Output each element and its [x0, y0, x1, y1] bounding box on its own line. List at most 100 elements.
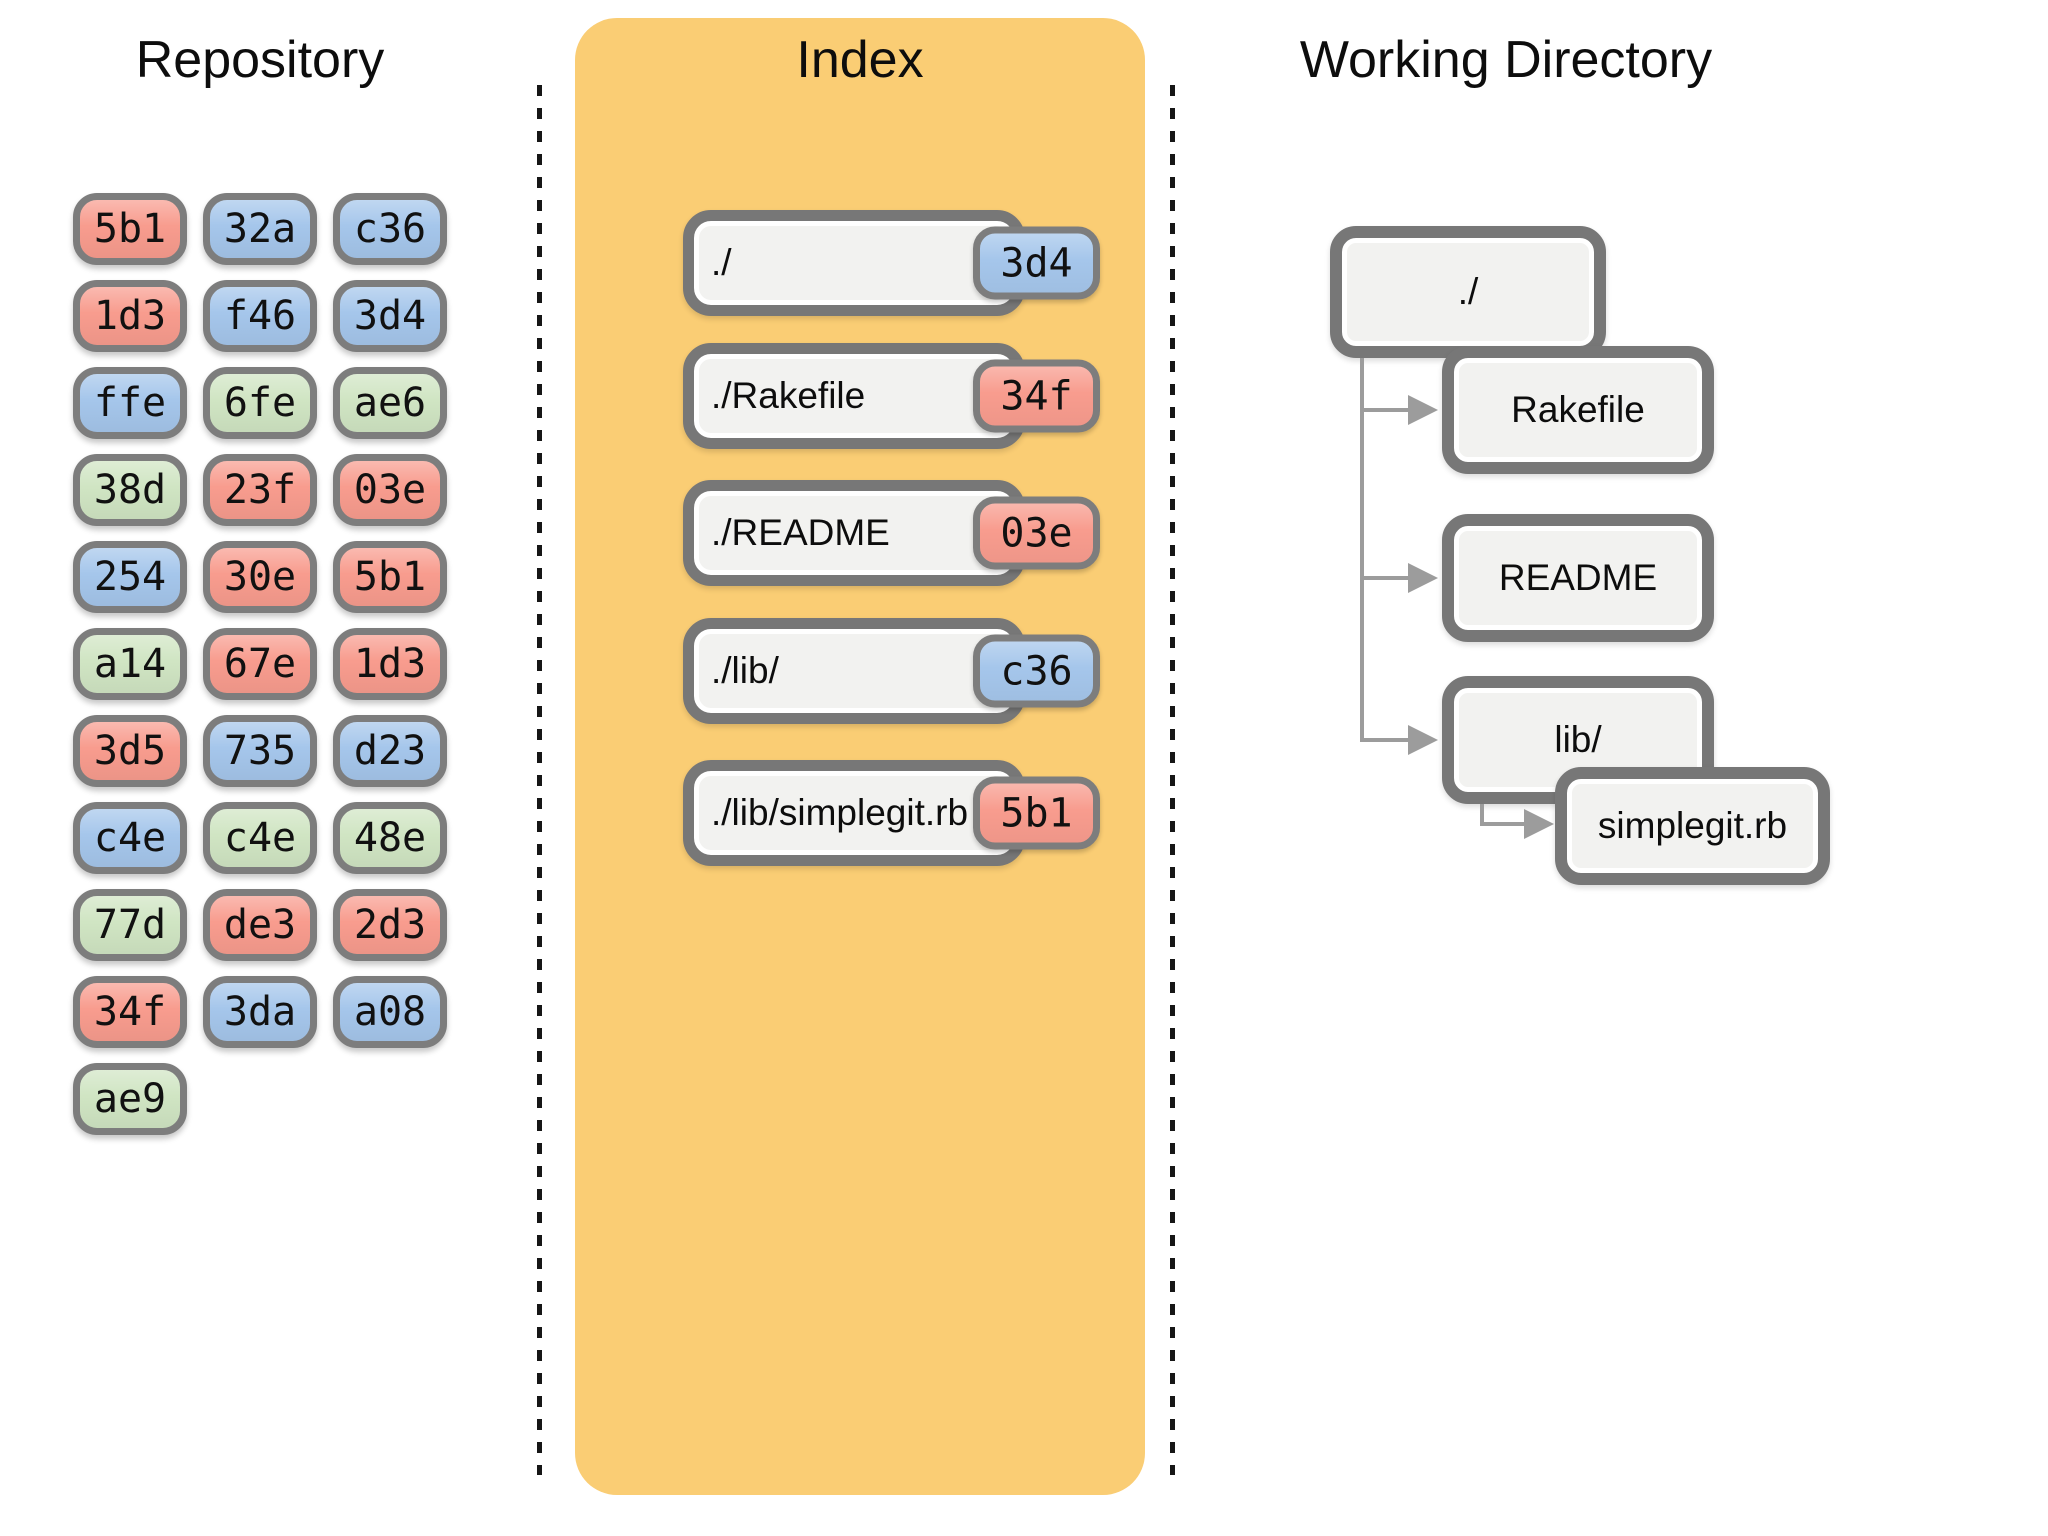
repository-object-pill: 03e: [333, 454, 447, 526]
object-hash-label: f46: [223, 293, 297, 339]
repository-object-pill: a08: [333, 976, 447, 1048]
object-hash-label: 34f: [1000, 373, 1073, 419]
index-entry-box: ./lib/simplegit.rb: [683, 760, 1025, 866]
repository-object-pill: 77d: [73, 889, 187, 961]
index-entry-path: ./: [711, 242, 732, 283]
repository-object-pill: 3d4: [333, 280, 447, 352]
object-hash-label: ae9: [93, 1076, 167, 1122]
object-hash-label: a14: [93, 641, 167, 687]
separator-dotted-line-right: [1170, 85, 1175, 1475]
repository-object-pill: 5b1: [333, 541, 447, 613]
object-hash-label: de3: [223, 902, 297, 948]
object-hash-label: 23f: [223, 467, 297, 513]
object-hash-label: 38d: [93, 467, 167, 513]
index-entry: ./ 3d4: [683, 210, 1100, 316]
repository-object-pill: d23: [333, 715, 447, 787]
object-hash-label: c4e: [93, 815, 167, 861]
index-entry-hash-badge: 5b1: [973, 776, 1100, 850]
repository-object-pill: 23f: [203, 454, 317, 526]
index-entry: ./Rakefile 34f: [683, 343, 1100, 449]
repository-object-pill: 67e: [203, 628, 317, 700]
index-entry-hash-badge: 03e: [973, 496, 1100, 570]
repository-object-pill: 2d3: [333, 889, 447, 961]
object-hash-label: ffe: [93, 380, 167, 426]
object-hash-label: 5b1: [1000, 790, 1073, 836]
object-hash-label: c4e: [223, 815, 297, 861]
tree-arrowhead-icon: [1524, 809, 1554, 839]
repository-object-pill: 254: [73, 541, 187, 613]
wd-tree-child: Rakefile: [0, 346, 2048, 474]
object-hash-label: 30e: [223, 554, 297, 600]
repository-object-pill: 30e: [203, 541, 317, 613]
repository-object-pill: 38d: [73, 454, 187, 526]
object-hash-label: 1d3: [93, 293, 167, 339]
tree-arrowhead-icon: [1408, 395, 1438, 425]
object-hash-label: 3d5: [93, 728, 167, 774]
tree-connector-line: [1360, 576, 1410, 580]
repository-object-pill: 1d3: [333, 628, 447, 700]
object-hash-label: 3d4: [1000, 240, 1073, 286]
index-entry-hash-badge: 34f: [973, 359, 1100, 433]
object-hash-label: c36: [353, 206, 427, 252]
object-hash-label: 254: [93, 554, 167, 600]
tree-arrowhead-icon: [1408, 725, 1438, 755]
object-hash-label: c36: [1000, 648, 1073, 694]
object-hash-label: 32a: [223, 206, 297, 252]
repository-object-pill: 735: [203, 715, 317, 787]
wd-node-label: ./: [1457, 271, 1479, 312]
object-hash-label: 6fe: [223, 380, 297, 426]
object-hash-label: 77d: [93, 902, 167, 948]
object-hash-label: 03e: [353, 467, 427, 513]
object-hash-label: 5b1: [93, 206, 167, 252]
repository-object-pill: c36: [333, 193, 447, 265]
wd-node-label: simplegit.rb: [1597, 805, 1788, 846]
working-directory-title: Working Directory: [1299, 31, 1713, 89]
wd-grandchild-node: simplegit.rb: [1555, 767, 1830, 885]
object-hash-label: 735: [223, 728, 297, 774]
wd-node-box: Rakefile: [1442, 346, 1714, 474]
repository-object-pill: ffe: [73, 367, 187, 439]
index-entry: ./lib/ c36: [683, 618, 1100, 724]
object-hash-label: 3d4: [353, 293, 427, 339]
repository-object-pill: a14: [73, 628, 187, 700]
wd-tree-child: README: [0, 514, 2048, 642]
tree-arrowhead-icon: [1408, 563, 1438, 593]
separator-dotted-line-left: [537, 85, 542, 1475]
repository-object-pill: 3d5: [73, 715, 187, 787]
tree-connector-line: [1360, 358, 1364, 742]
index-entry: ./README 03e: [683, 480, 1100, 586]
index-entry-box: ./lib/: [683, 618, 1025, 724]
object-hash-label: 5b1: [353, 554, 427, 600]
index-entry-hash-badge: c36: [973, 634, 1100, 708]
index-title: Index: [796, 31, 924, 89]
object-hash-label: d23: [353, 728, 427, 774]
repository-object-pill: c4e: [73, 802, 187, 874]
wd-node-label: Rakefile: [1511, 389, 1645, 430]
object-hash-label: 48e: [353, 815, 427, 861]
repository-object-pill: f46: [203, 280, 317, 352]
repository-object-grid: 5b1 32a c36 1d3 f46 3d4 ffe 6fe ae6 38d …: [73, 193, 447, 1135]
object-hash-label: 2d3: [353, 902, 427, 948]
object-hash-label: a08: [353, 989, 427, 1035]
object-hash-label: 34f: [93, 989, 167, 1035]
index-entry-path: ./README: [711, 512, 890, 553]
object-hash-label: 03e: [1000, 510, 1073, 556]
repository-object-pill: c4e: [203, 802, 317, 874]
repository-object-pill: 5b1: [73, 193, 187, 265]
repository-object-pill: 6fe: [203, 367, 317, 439]
index-entry-box: ./Rakefile: [683, 343, 1025, 449]
index-entry: ./lib/simplegit.rb 5b1: [683, 760, 1100, 866]
repository-object-pill: 32a: [203, 193, 317, 265]
object-hash-label: 67e: [223, 641, 297, 687]
index-entry-path: ./Rakefile: [711, 375, 866, 416]
wd-node-label: lib/: [1554, 719, 1602, 760]
index-entry-path: ./lib/: [711, 650, 779, 691]
repository-object-pill: 1d3: [73, 280, 187, 352]
tree-connector-line: [1360, 408, 1410, 412]
repository-object-pill: ae6: [333, 367, 447, 439]
object-hash-label: 1d3: [353, 641, 427, 687]
tree-connector-line: [1480, 822, 1528, 826]
index-entry-path: ./lib/simplegit.rb: [711, 792, 969, 833]
index-entry-hash-badge: 3d4: [973, 226, 1100, 300]
